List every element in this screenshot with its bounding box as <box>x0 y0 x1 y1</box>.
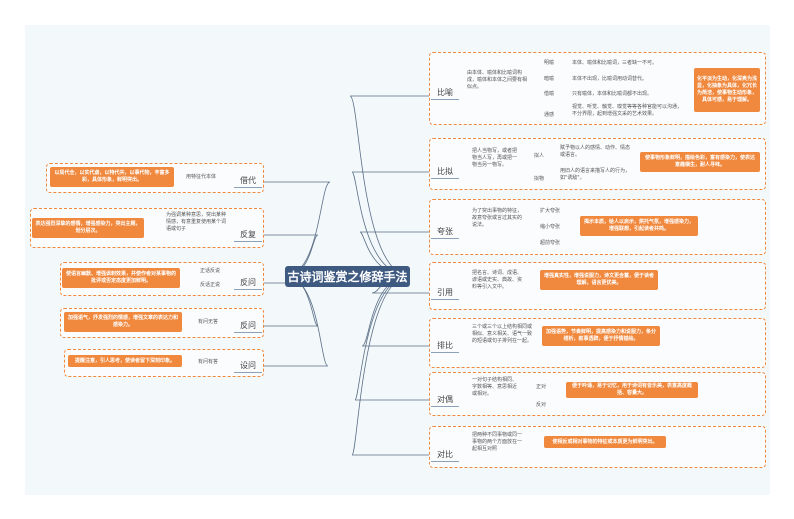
nirenn-desc: 把人当物写，或者把物当人写，再或把一物当另一物写。 <box>472 148 518 168</box>
fanfu-desc: 为强调某种意思，突出某种情感，有意重复使用某个词语或句子 <box>166 212 227 232</box>
biyu-sub-text: 本体不出现，比喻词用动词替代。 <box>572 75 648 82</box>
kuazhang-sub: 扩大夸张 <box>540 207 561 214</box>
node-duiou[interactable]: 对偶 <box>431 393 459 407</box>
duibi-desc: 把两种不同事物或同一事物的两个方面放在一起相互对照 <box>472 432 523 452</box>
yinyong-desc: 把名言、诗词、成语、谚语或史实、典故、资料等引入文中。 <box>472 270 523 290</box>
fanfu-effect: 表达强烈深挚的感情，增强感染力，突出主题，划分层次。 <box>32 218 144 238</box>
nirenn-sub-text: 赋予物以人的感情、动作、情态或语言。 <box>560 145 631 158</box>
biyu-sub-text: 本体、喻体和比喻词，三者缺一不可。 <box>572 59 658 66</box>
fanwen-sub: 正话反说 <box>200 267 221 274</box>
duiou-desc: 一对句子结构相同、字数相等、意思相近或相对。 <box>472 377 518 397</box>
fanwen-effect: 使语言幽默、增强讽刺效果，并使作者对某事物的批评或否定态度更加鲜明。 <box>62 268 180 288</box>
node-shewen[interactable]: 设问 <box>234 359 262 373</box>
node-fanwen[interactable]: 反问 <box>234 276 262 290</box>
fanwen2-effect: 加强语气，抒发强烈的情感，增强文章的表达力和感染力。 <box>64 312 182 332</box>
fanwen-sub: 反话正说 <box>200 281 221 288</box>
shewen-desc: 有问有答 <box>198 358 219 365</box>
node-duibi[interactable]: 对比 <box>431 448 459 462</box>
node-yinyong[interactable]: 引用 <box>431 286 459 300</box>
jiedai-effect: 以局代全，以实代虚，以特代共，以事代物，丰富多彩，具体形象，鲜明突出。 <box>50 167 174 187</box>
nirenn-sub-name: 拟人 <box>534 152 545 159</box>
biyu-sub-text: 只有喻体，本体和比喻词都不出现。 <box>572 90 653 97</box>
kuazhang-sub: 超前夸张 <box>540 239 561 246</box>
biyu-sub-name: 暗喻 <box>544 75 555 82</box>
node-fanfu[interactable]: 反复 <box>234 228 262 242</box>
node-kuazhang[interactable]: 夸张 <box>431 225 459 239</box>
yinyong-effect: 增强真实性，增强说服力，诗文更含蓄，便于读者理解，语言更优美。 <box>540 270 658 290</box>
biyu-sub-name: 借喻 <box>544 90 555 97</box>
nirenn-effect: 使事物形象鲜明，描绘色彩，富有感染力，使表达意趣横生，耐人寻味。 <box>640 152 760 172</box>
paibi-desc: 三个或三个以上结构相同或相似、意义相关、语气一致的短语或句子排列在一起。 <box>472 324 533 344</box>
duiou-sub: 反对 <box>536 401 547 408</box>
paibi-effect: 加强语势，节奏鲜明，提高感染力和说服力，条分缕析，叙事透辟，便于抒情描绘。 <box>542 326 660 346</box>
root-topic[interactable]: 古诗词鉴赏之修辞手法 <box>285 266 410 287</box>
kuazhang-desc: 为了突出事物的特征，故意夸张或言过其实的说法。 <box>472 208 523 228</box>
nirenn-sub-name: 拟物 <box>534 175 545 182</box>
node-nirenn[interactable]: 比拟 <box>431 165 459 179</box>
biyu-sub-text: 视觉、听觉、触觉、嗅觉等等各种官能可以沟通，不分界限，起到增强文采的艺术效果。 <box>572 104 683 117</box>
node-paibi[interactable]: 排比 <box>431 339 459 353</box>
jiedai-desc: 用特征代本体 <box>186 173 217 180</box>
duiou-effect: 便于吟诵，易于记忆，用于诗词有音乐美，表意高度概括、容量大。 <box>566 382 698 398</box>
nirenn-sub-text: 用旧人的语言来描写人的行为，如"诱敌"。 <box>560 168 631 181</box>
shewen-effect: 提醒注意，引人思考，使读者留下深刻印象。 <box>68 355 182 367</box>
biyu-effect: 化平淡为生动，化深奥为浅显，化抽象为具体，化冗长为简洁，使事物生动形象，具体可感… <box>694 68 760 112</box>
duiou-sub: 正对 <box>536 383 547 390</box>
kuazhang-effect: 揭示本质，给人以启示，烘托气氛，增强感染力，增强联想，引起读者共鸣。 <box>580 216 698 236</box>
biyu-sub-name: 明喻 <box>544 59 555 66</box>
kuazhang-sub: 缩小夸张 <box>540 223 561 230</box>
biyu-desc: 由本体、喻体和比喻词构成，喻体和本体之间要有相似点。 <box>467 70 528 90</box>
biyu-sub-name: 通感 <box>544 111 555 118</box>
duibi-effect: 使相反或相对事物的特征或本质更为鲜明突出。 <box>544 436 666 448</box>
fanwen2-desc: 有问无答 <box>198 318 219 325</box>
node-fanwen2[interactable]: 反问 <box>234 319 262 333</box>
node-biyu[interactable]: 比喻 <box>431 86 459 100</box>
node-jiedai[interactable]: 借代 <box>234 174 262 188</box>
